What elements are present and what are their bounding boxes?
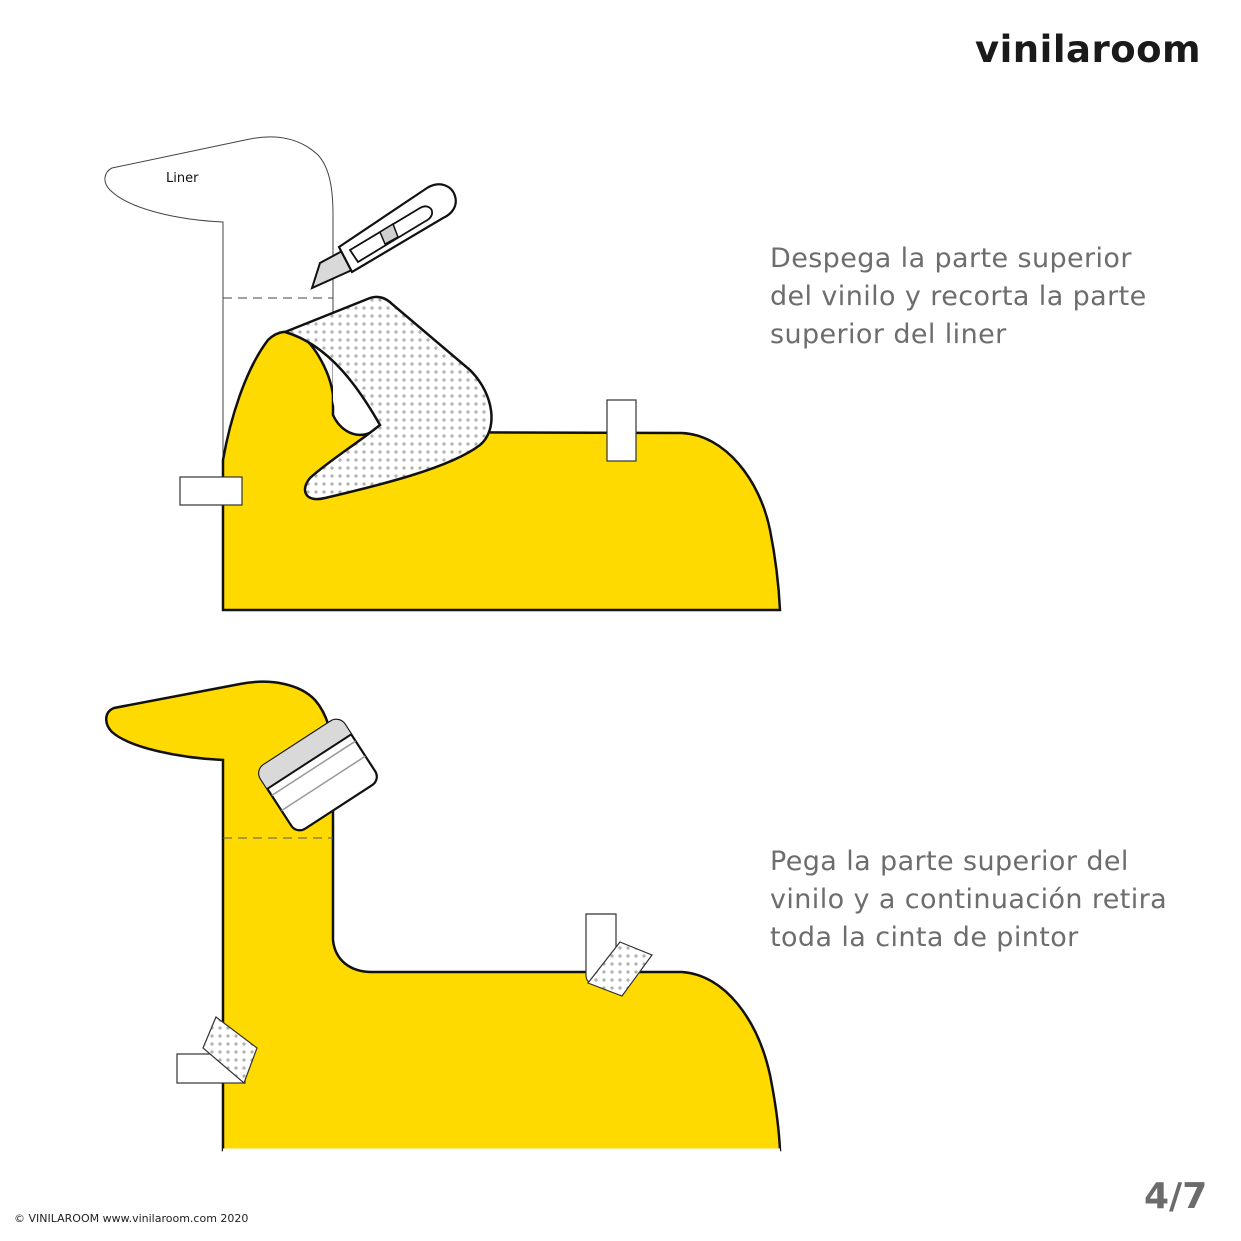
- step-2-illustration: [105, 680, 782, 1152]
- painter-tape-icon: [176, 1016, 258, 1085]
- copyright-footer: © VINILAROOM www.vinilaroom.com 2020: [14, 1212, 249, 1225]
- step-2-instructions: Pega la parte superior del vinilo y a co…: [770, 846, 1168, 953]
- painter-tape-icon: [179, 476, 243, 506]
- step-1-instructions: Despega la parte superior del vinilo y r…: [770, 243, 1147, 350]
- step-1-illustration: Liner: [104, 136, 782, 612]
- vinyl-body: [221, 330, 782, 612]
- brand-logo: vinilaroom: [975, 28, 1202, 71]
- cutter-knife-icon: [310, 183, 457, 290]
- squeegee-icon: [258, 718, 378, 832]
- peeled-vinyl-flap: [281, 295, 493, 501]
- liner-gap: [333, 360, 380, 431]
- painter-tape-icon: [606, 399, 637, 462]
- page-indicator: 4/7: [1144, 1176, 1208, 1217]
- painter-tape-icon: [585, 913, 653, 997]
- liner-outline: [104, 136, 334, 610]
- liner-label: Liner: [166, 171, 199, 186]
